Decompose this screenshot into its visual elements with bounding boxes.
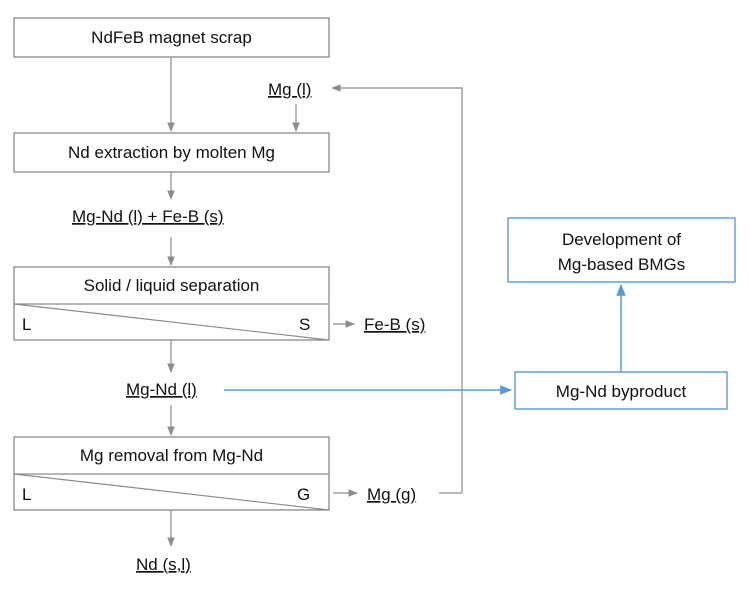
label-separation-s: S — [299, 315, 310, 334]
label-removal-l: L — [22, 485, 31, 504]
label-removal: Mg removal from Mg-Nd — [80, 446, 263, 465]
label-removal-g: G — [297, 485, 310, 504]
separation-diagonal — [13, 303, 330, 341]
box-scrap: NdFeB magnet scrap — [13, 17, 330, 58]
label-separation-l: L — [22, 315, 31, 334]
label-mg-liquid: Mg (l) — [268, 80, 311, 99]
box-development: Development of Mg-based BMGs — [507, 217, 736, 283]
label-mg-nd-liquid: Mg-Nd (l) — [126, 380, 197, 399]
label-development-2: Mg-based BMGs — [558, 255, 686, 274]
box-removal: Mg removal from Mg-Nd L G — [13, 436, 330, 511]
label-separation: Solid / liquid separation — [84, 276, 260, 295]
label-nd-product: Nd (s,l) — [136, 555, 191, 574]
box-byproduct: Mg-Nd byproduct — [514, 371, 728, 410]
label-mg-nd-feb: Mg-Nd (l) + Fe-B (s) — [72, 207, 224, 226]
label-feb-solid: Fe-B (s) — [364, 315, 425, 334]
label-mg-gas: Mg (g) — [367, 485, 416, 504]
arrow-mg-recycle-loop — [331, 84, 463, 494]
removal-diagonal — [13, 473, 330, 511]
label-scrap: NdFeB magnet scrap — [91, 28, 252, 47]
label-development-1: Development of — [562, 230, 681, 249]
box-extraction: Nd extraction by molten Mg — [13, 132, 330, 173]
box-separation: Solid / liquid separation L S — [13, 266, 330, 341]
label-extraction: Nd extraction by molten Mg — [68, 143, 275, 162]
label-byproduct: Mg-Nd byproduct — [556, 382, 687, 401]
